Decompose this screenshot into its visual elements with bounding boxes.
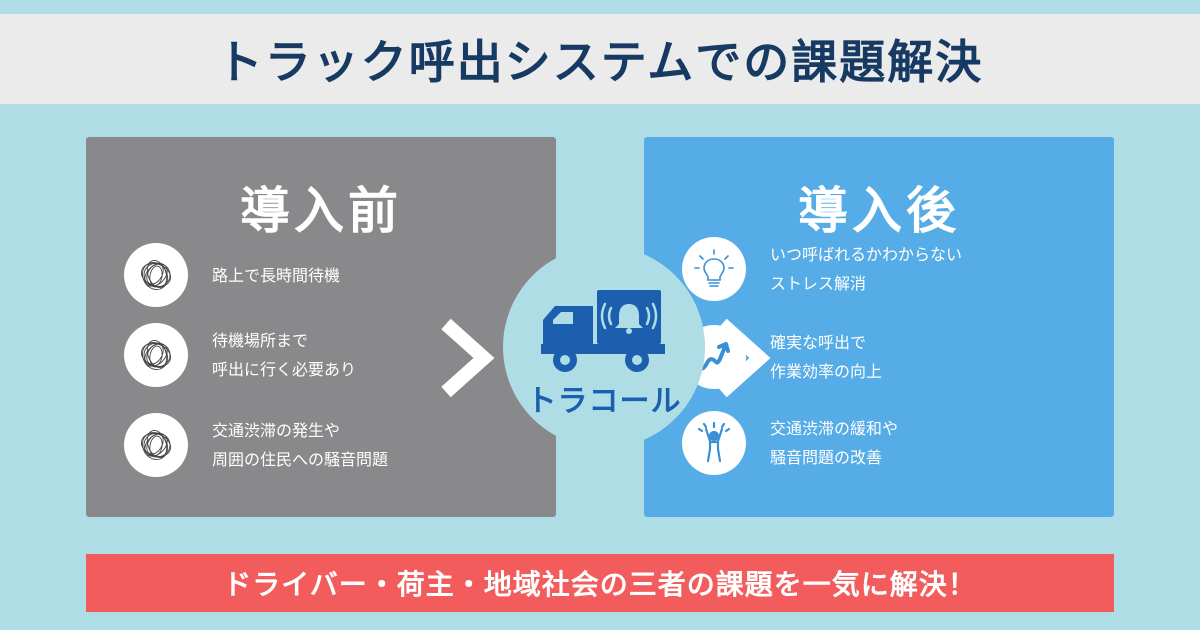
after-item-1: いつ呼ばれるかわからない ストレス解消: [682, 237, 962, 301]
tangled-scribble-icon: [124, 323, 188, 387]
before-item-2: 待機場所まで 呼出に行く必要あり: [124, 323, 356, 387]
cheering-person-icon: [682, 411, 746, 475]
after-panel-title: 導入後: [798, 182, 960, 240]
logo-badge: トラコール: [503, 246, 705, 448]
after-item-1-text: いつ呼ばれるかわからない ストレス解消: [770, 245, 963, 293]
bottom-banner: ドライバー・荷主・地域社会の三者の課題を一気に解決！: [86, 554, 1114, 612]
title-bar: トラック呼出システムでの課題解決: [0, 14, 1200, 104]
page-title: トラック呼出システムでの課題解決: [216, 35, 984, 89]
before-item-1: 路上で長時間待機: [124, 243, 340, 307]
after-item-3: 交通渋滞の緩和や 騒音問題の改善: [682, 411, 898, 475]
before-item-3-text: 交通渋滞の発生や 周囲の住民への騒音問題: [212, 421, 389, 469]
before-panel: 導入前 路上で長時間待機: [86, 137, 556, 517]
chevron-right-icon: [441, 318, 495, 398]
banner-text: ドライバー・荷主・地域社会の三者の課題を一気に解決！: [223, 568, 977, 601]
lightbulb-icon: [682, 237, 746, 301]
truck-bell-icon: [541, 290, 665, 372]
tangled-scribble-icon: [124, 413, 188, 477]
before-panel-title: 導入前: [240, 182, 402, 240]
tangled-scribble-icon: [124, 243, 188, 307]
before-item-3: 交通渋滞の発生や 周囲の住民への騒音問題: [124, 413, 388, 477]
before-item-1-text: 路上で長時間待機: [212, 265, 341, 285]
logo-text: トラコール: [526, 384, 682, 419]
after-item-2-text: 確実な呼出で 作業効率の向上: [770, 333, 883, 381]
chevron-right-icon: [717, 318, 771, 398]
after-item-3-text: 交通渋滞の緩和や 騒音問題の改善: [770, 419, 899, 467]
before-item-2-text: 待機場所まで 呼出に行く必要あり: [212, 331, 357, 379]
